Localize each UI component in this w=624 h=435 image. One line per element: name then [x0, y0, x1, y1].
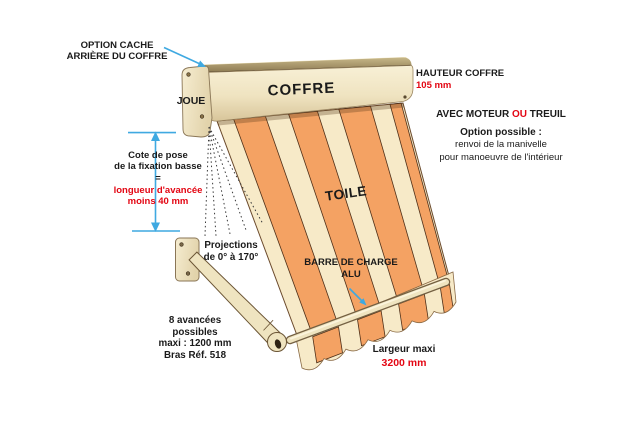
- option-cache-line2: ARRIÈRE DU COFFRE: [66, 51, 168, 62]
- option-possible-line2: pour manoeuvre de l'intérieur: [439, 151, 563, 163]
- option-possible-line1: renvoi de la manivelle: [455, 139, 547, 150]
- projections-label: Projections de 0° à 170°: [181, 240, 281, 264]
- moteur-part1: AVEC MOTEUR: [436, 109, 513, 120]
- joue-label: JOUE: [176, 95, 206, 107]
- moteur-part3: TREUIL: [527, 109, 566, 120]
- screw-icon: [403, 95, 407, 99]
- hauteur-coffre-title: HAUTEUR COFFRE: [416, 68, 505, 79]
- option-possible-title: Option possible :: [460, 127, 542, 138]
- load-bar: [285, 277, 451, 345]
- cote-pose-label: Cote de pose de la fixation basse = long…: [98, 150, 218, 207]
- fabric-toile: [216, 102, 451, 339]
- coffre-box: [203, 57, 414, 122]
- option-possible-label: Option possible : renvoi de la manivelle…: [411, 126, 591, 164]
- barre-charge-line2: ALU: [341, 269, 361, 280]
- projections-line1: Projections: [204, 240, 258, 251]
- largeur-maxi-title: Largeur maxi: [372, 344, 436, 355]
- largeur-maxi-label: Largeur maxi 3200 mm: [354, 344, 454, 369]
- screw-icon: [179, 242, 184, 247]
- avancees-label: 8 avancées possibles maxi : 1200 mm Bras…: [145, 315, 245, 361]
- moteur-part2: OU: [512, 109, 528, 120]
- hauteur-coffre-value: 105 mm: [416, 80, 452, 91]
- dimension-arrow-vertical: [128, 131, 180, 232]
- joue-cap: [181, 65, 213, 138]
- screw-icon: [186, 72, 191, 77]
- avancees-line2: possibles: [172, 326, 218, 338]
- coffre-shadow: [217, 103, 404, 126]
- avancees-line4: Bras Réf. 518: [163, 349, 227, 361]
- cote-pose-equals: =: [155, 173, 161, 184]
- cote-pose-line1: Cote de pose: [128, 150, 188, 161]
- avancees-line1: 8 avancées: [168, 315, 222, 326]
- cote-pose-line3: longueur d'avancée: [113, 185, 203, 196]
- valance: [296, 272, 456, 370]
- cote-pose-line2: de la fixation basse: [114, 161, 202, 172]
- support-arm: [175, 237, 287, 352]
- option-cache-label: OPTION CACHE ARRIÈRE DU COFFRE: [47, 40, 187, 62]
- projections-line2: de 0° à 170°: [203, 252, 259, 263]
- moteur-treuil-label: AVEC MOTEUR OU TREUIL: [411, 109, 591, 120]
- valance-outline: [295, 271, 457, 371]
- screw-icon: [199, 114, 205, 119]
- barre-charge-label: BARRE DE CHARGE ALU: [301, 257, 401, 281]
- hauteur-coffre-label: HAUTEUR COFFRE 105 mm: [416, 68, 536, 92]
- option-cache-line1: OPTION CACHE: [80, 40, 154, 51]
- largeur-maxi-value: 3200 mm: [381, 356, 427, 369]
- avancees-line3: maxi : 1200 mm: [158, 338, 232, 349]
- option-cache-arrow: [163, 46, 206, 67]
- screw-icon: [185, 271, 191, 276]
- barre-charge-arrow: [348, 287, 367, 306]
- projection-dashed-lines: [204, 126, 264, 237]
- cote-pose-line4: moins 40 mm: [127, 196, 189, 207]
- barre-charge-line1: BARRE DE CHARGE: [304, 257, 398, 268]
